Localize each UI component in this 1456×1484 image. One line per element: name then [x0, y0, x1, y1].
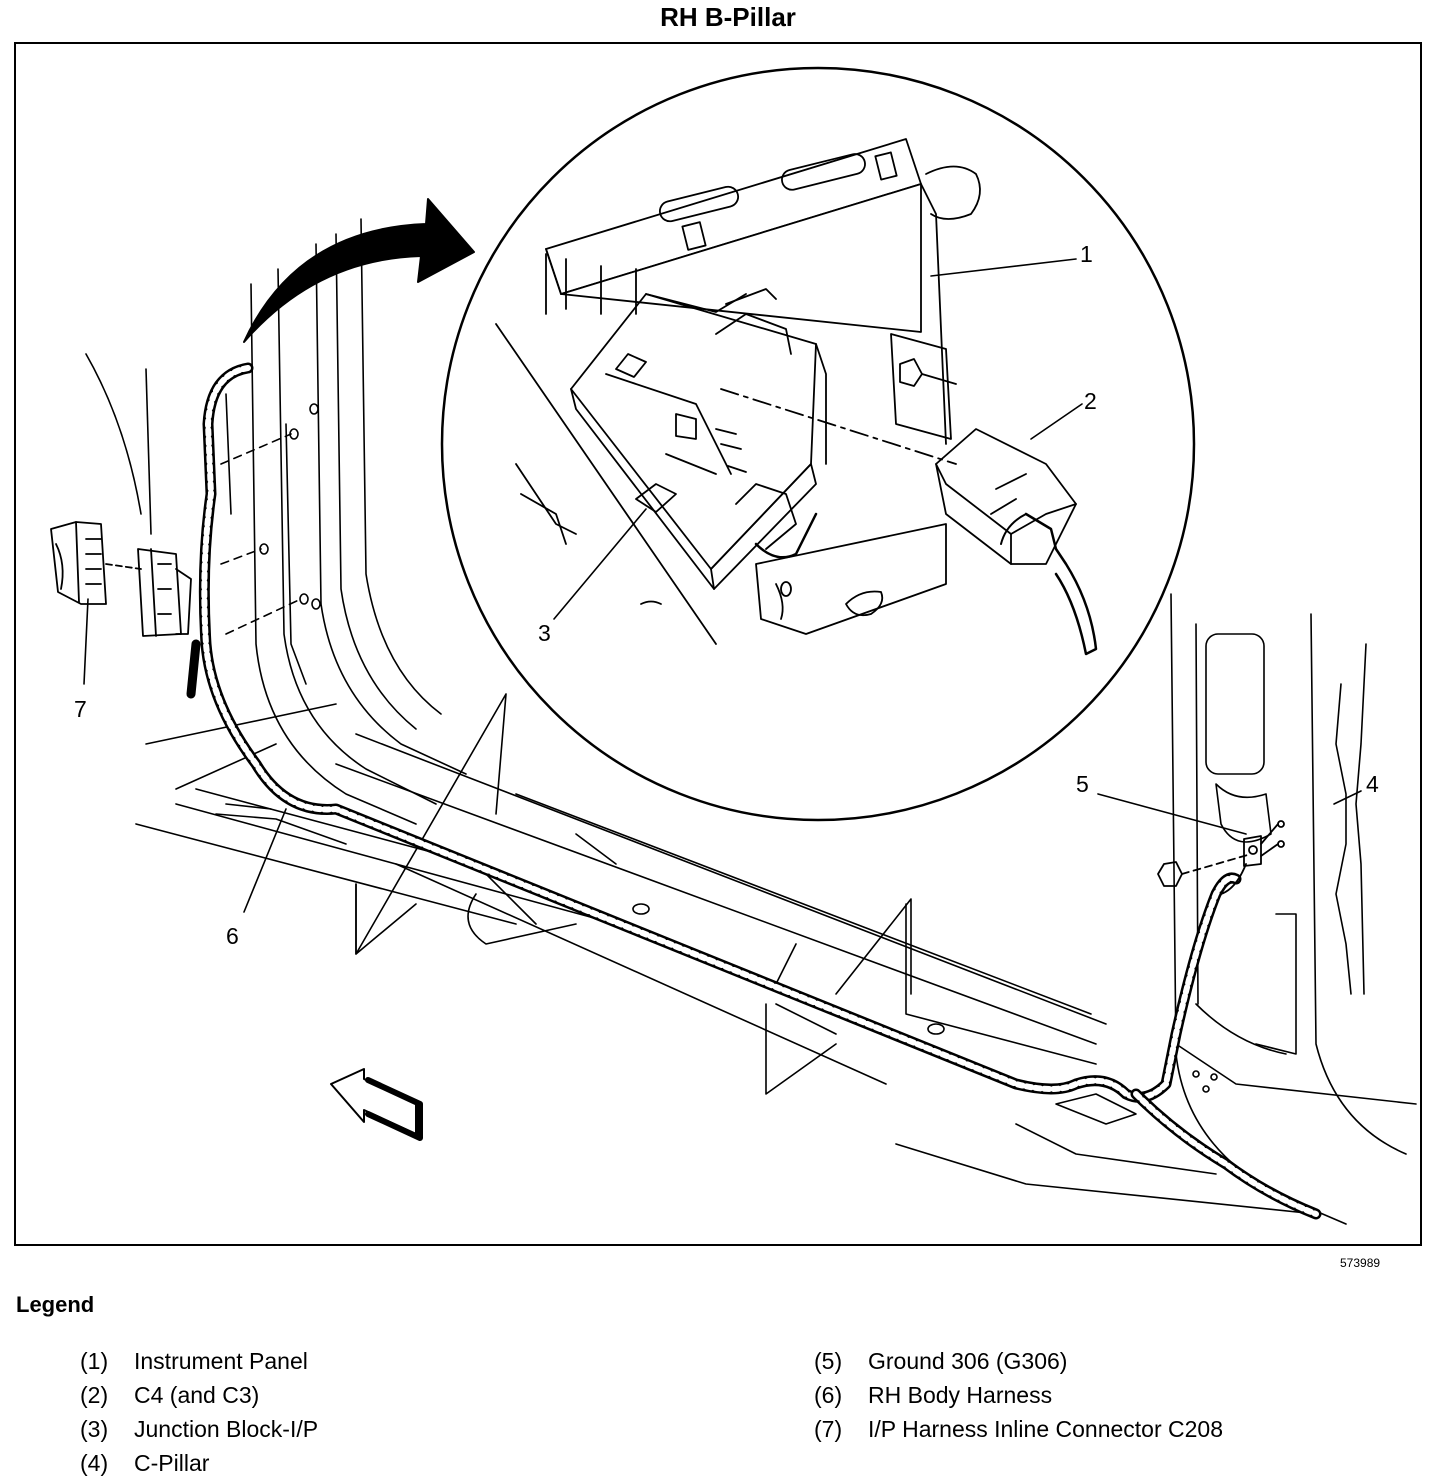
legend-item: (5) Ground 306 (G306) — [814, 1344, 1223, 1378]
rh-body-harness — [186, 362, 1322, 1220]
detail-inset — [440, 66, 1196, 822]
legend-item-number: (1) — [80, 1348, 109, 1374]
leader-3 — [553, 508, 647, 620]
legend-item-label: Ground 306 (G306) — [868, 1348, 1068, 1374]
harness-illustration: 1 2 3 4 5 6 7 — [50, 66, 1417, 1225]
leader-5 — [1097, 793, 1247, 835]
legend-item: (3) Junction Block-I/P — [80, 1412, 318, 1446]
legend-item-number: (5) — [814, 1348, 843, 1374]
diagram-frame: 1 2 3 4 5 6 7 — [14, 42, 1422, 1246]
figure-id: 573989 — [1340, 1256, 1381, 1270]
legend-item-label: RH Body Harness — [868, 1382, 1053, 1408]
legend-item-label: Junction Block-I/P — [134, 1416, 319, 1442]
legend-column-right: (5)Ground 306 (G306) (6)RH Body Harness … — [814, 1344, 1223, 1446]
legend-item-number: (4) — [80, 1450, 109, 1476]
harness-fastener-lines — [220, 433, 302, 635]
legend-item-label: I/P Harness Inline Connector C208 — [868, 1416, 1223, 1442]
legend-heading: Legend — [16, 1292, 95, 1317]
legend-item: (2) C4 (and C3) — [80, 1378, 318, 1412]
leader-1 — [930, 258, 1077, 277]
leader-2 — [1030, 403, 1083, 440]
callout-1: 1 — [1080, 241, 1093, 267]
callout-5: 5 — [1076, 771, 1089, 797]
leader-4 — [1333, 790, 1362, 805]
legend-item-label: C4 (and C3) — [134, 1382, 260, 1408]
b-pillar-body — [85, 218, 467, 825]
legend-item: (6) RH Body Harness — [814, 1378, 1223, 1412]
legend-item-label: C-Pillar — [134, 1450, 210, 1476]
callout-4: 4 — [1366, 771, 1379, 797]
callout-leaders — [83, 258, 1362, 913]
legend-item-number: (3) — [80, 1416, 109, 1442]
ground-bolt-g306 — [1157, 820, 1285, 895]
pillar-holes — [259, 403, 321, 610]
callout-6: 6 — [226, 923, 239, 949]
curved-pointer-arrow — [243, 198, 475, 343]
legend-column-left: (1) Instrument Panel (2) C4 (and C3) (3) Ju… — [80, 1344, 318, 1480]
legend-item: (1) Instrument Panel — [80, 1344, 318, 1378]
legend-item: (4) C-Pillar — [80, 1446, 318, 1480]
legend-item: (7) I/P Harness Inline Connector C208 — [814, 1412, 1223, 1446]
leader-6 — [243, 808, 287, 913]
callout-3: 3 — [538, 620, 551, 646]
inline-connector-c208 — [50, 521, 192, 637]
legend-item-number: (2) — [80, 1382, 109, 1408]
legend-item-number: (7) — [814, 1416, 843, 1442]
legend-item-label: Instrument Panel — [134, 1348, 308, 1374]
leader-7 — [83, 598, 89, 685]
forward-arrow-bottom — [330, 1068, 423, 1141]
callout-7: 7 — [74, 696, 87, 722]
callout-2: 2 — [1084, 388, 1097, 414]
diagram-title: RH B-Pillar — [660, 2, 796, 32]
legend-item-number: (6) — [814, 1382, 843, 1408]
rocker-section-cuts — [355, 693, 912, 995]
callout-labels: 1 2 3 4 5 6 7 — [74, 241, 1379, 949]
